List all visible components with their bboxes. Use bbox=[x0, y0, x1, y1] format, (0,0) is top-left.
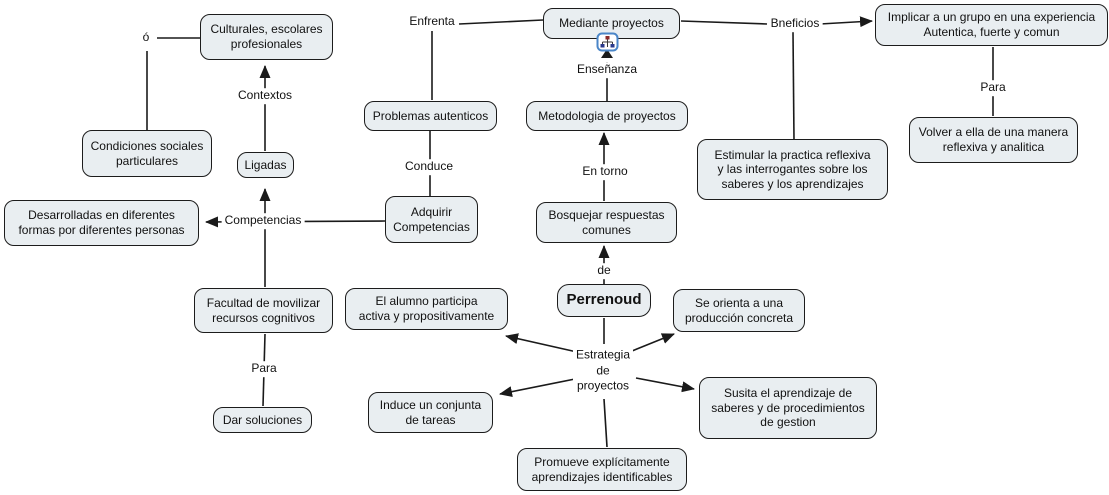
node-el-alumno-participa[interactable]: El alumno participa activa y propositiva… bbox=[345, 288, 508, 330]
sitemap-icon[interactable] bbox=[596, 32, 620, 54]
link-label-competencias[interactable]: Competencias bbox=[221, 213, 305, 229]
node-ligadas[interactable]: Ligadas bbox=[237, 152, 294, 178]
node-estimular-practica-reflexiva[interactable]: Estimular la practica reflexiva y las in… bbox=[697, 139, 888, 200]
link-label-conduce[interactable]: Conduce bbox=[401, 159, 457, 175]
node-mediante-proyectos[interactable]: Mediante proyectos bbox=[543, 8, 680, 39]
link-label-estrategia-de-proyectos[interactable]: Estrategia de proyectos bbox=[572, 347, 634, 395]
node-perrenoud[interactable]: Perrenoud bbox=[557, 284, 651, 317]
link-label-contextos[interactable]: Contextos bbox=[234, 88, 296, 104]
node-implicar-a-un-grupo[interactable]: Implicar a un grupo en una experiencia A… bbox=[875, 4, 1108, 46]
node-induce-conjunta-de-tareas[interactable]: Induce un conjunta de tareas bbox=[368, 392, 493, 433]
node-metodologia-de-proyectos[interactable]: Metodologia de proyectos bbox=[526, 101, 688, 131]
link-label-bneficios[interactable]: Bneficios bbox=[767, 16, 823, 32]
link-label-enfrenta[interactable]: Enfrenta bbox=[406, 14, 458, 30]
link-label-en-torno[interactable]: En torno bbox=[579, 164, 631, 180]
node-promueve-aprendizajes-identificables[interactable]: Promueve explícitamente aprendizajes ide… bbox=[517, 448, 687, 491]
node-bosquejar-respuestas-comunes[interactable]: Bosquejar respuestas comunes bbox=[536, 202, 677, 243]
node-susita-el-aprendizaje[interactable]: Susita el aprendizaje de saberes y de pr… bbox=[699, 377, 877, 439]
node-condiciones-sociales-particulares[interactable]: Condiciones sociales particulares bbox=[82, 130, 212, 177]
link-label-o[interactable]: ó bbox=[139, 30, 153, 46]
node-problemas-autenticos[interactable]: Problemas autenticos bbox=[364, 101, 497, 131]
link-label-para-left[interactable]: Para bbox=[248, 361, 280, 377]
link-label-ensenanza[interactable]: Enseñanza bbox=[573, 62, 641, 78]
node-culturales-escolares-profesionales[interactable]: Culturales, escolares profesionales bbox=[200, 14, 333, 60]
link-label-de[interactable]: de bbox=[594, 263, 614, 279]
node-adquirir-competencias[interactable]: Adquirir Competencias bbox=[385, 196, 478, 243]
node-facultad-de-movilizar[interactable]: Facultad de movilizar recursos cognitivo… bbox=[194, 288, 333, 333]
link-label-para-right[interactable]: Para bbox=[977, 80, 1009, 96]
node-volver-a-ella[interactable]: Volver a ella de una manera reflexiva y … bbox=[909, 117, 1078, 163]
node-desarrolladas-en-diferentes-formas[interactable]: Desarrolladas en diferentes formas por d… bbox=[4, 200, 199, 246]
node-dar-soluciones[interactable]: Dar soluciones bbox=[213, 407, 312, 433]
node-se-orienta-produccion-concreta[interactable]: Se orienta a una producción concreta bbox=[673, 289, 805, 332]
